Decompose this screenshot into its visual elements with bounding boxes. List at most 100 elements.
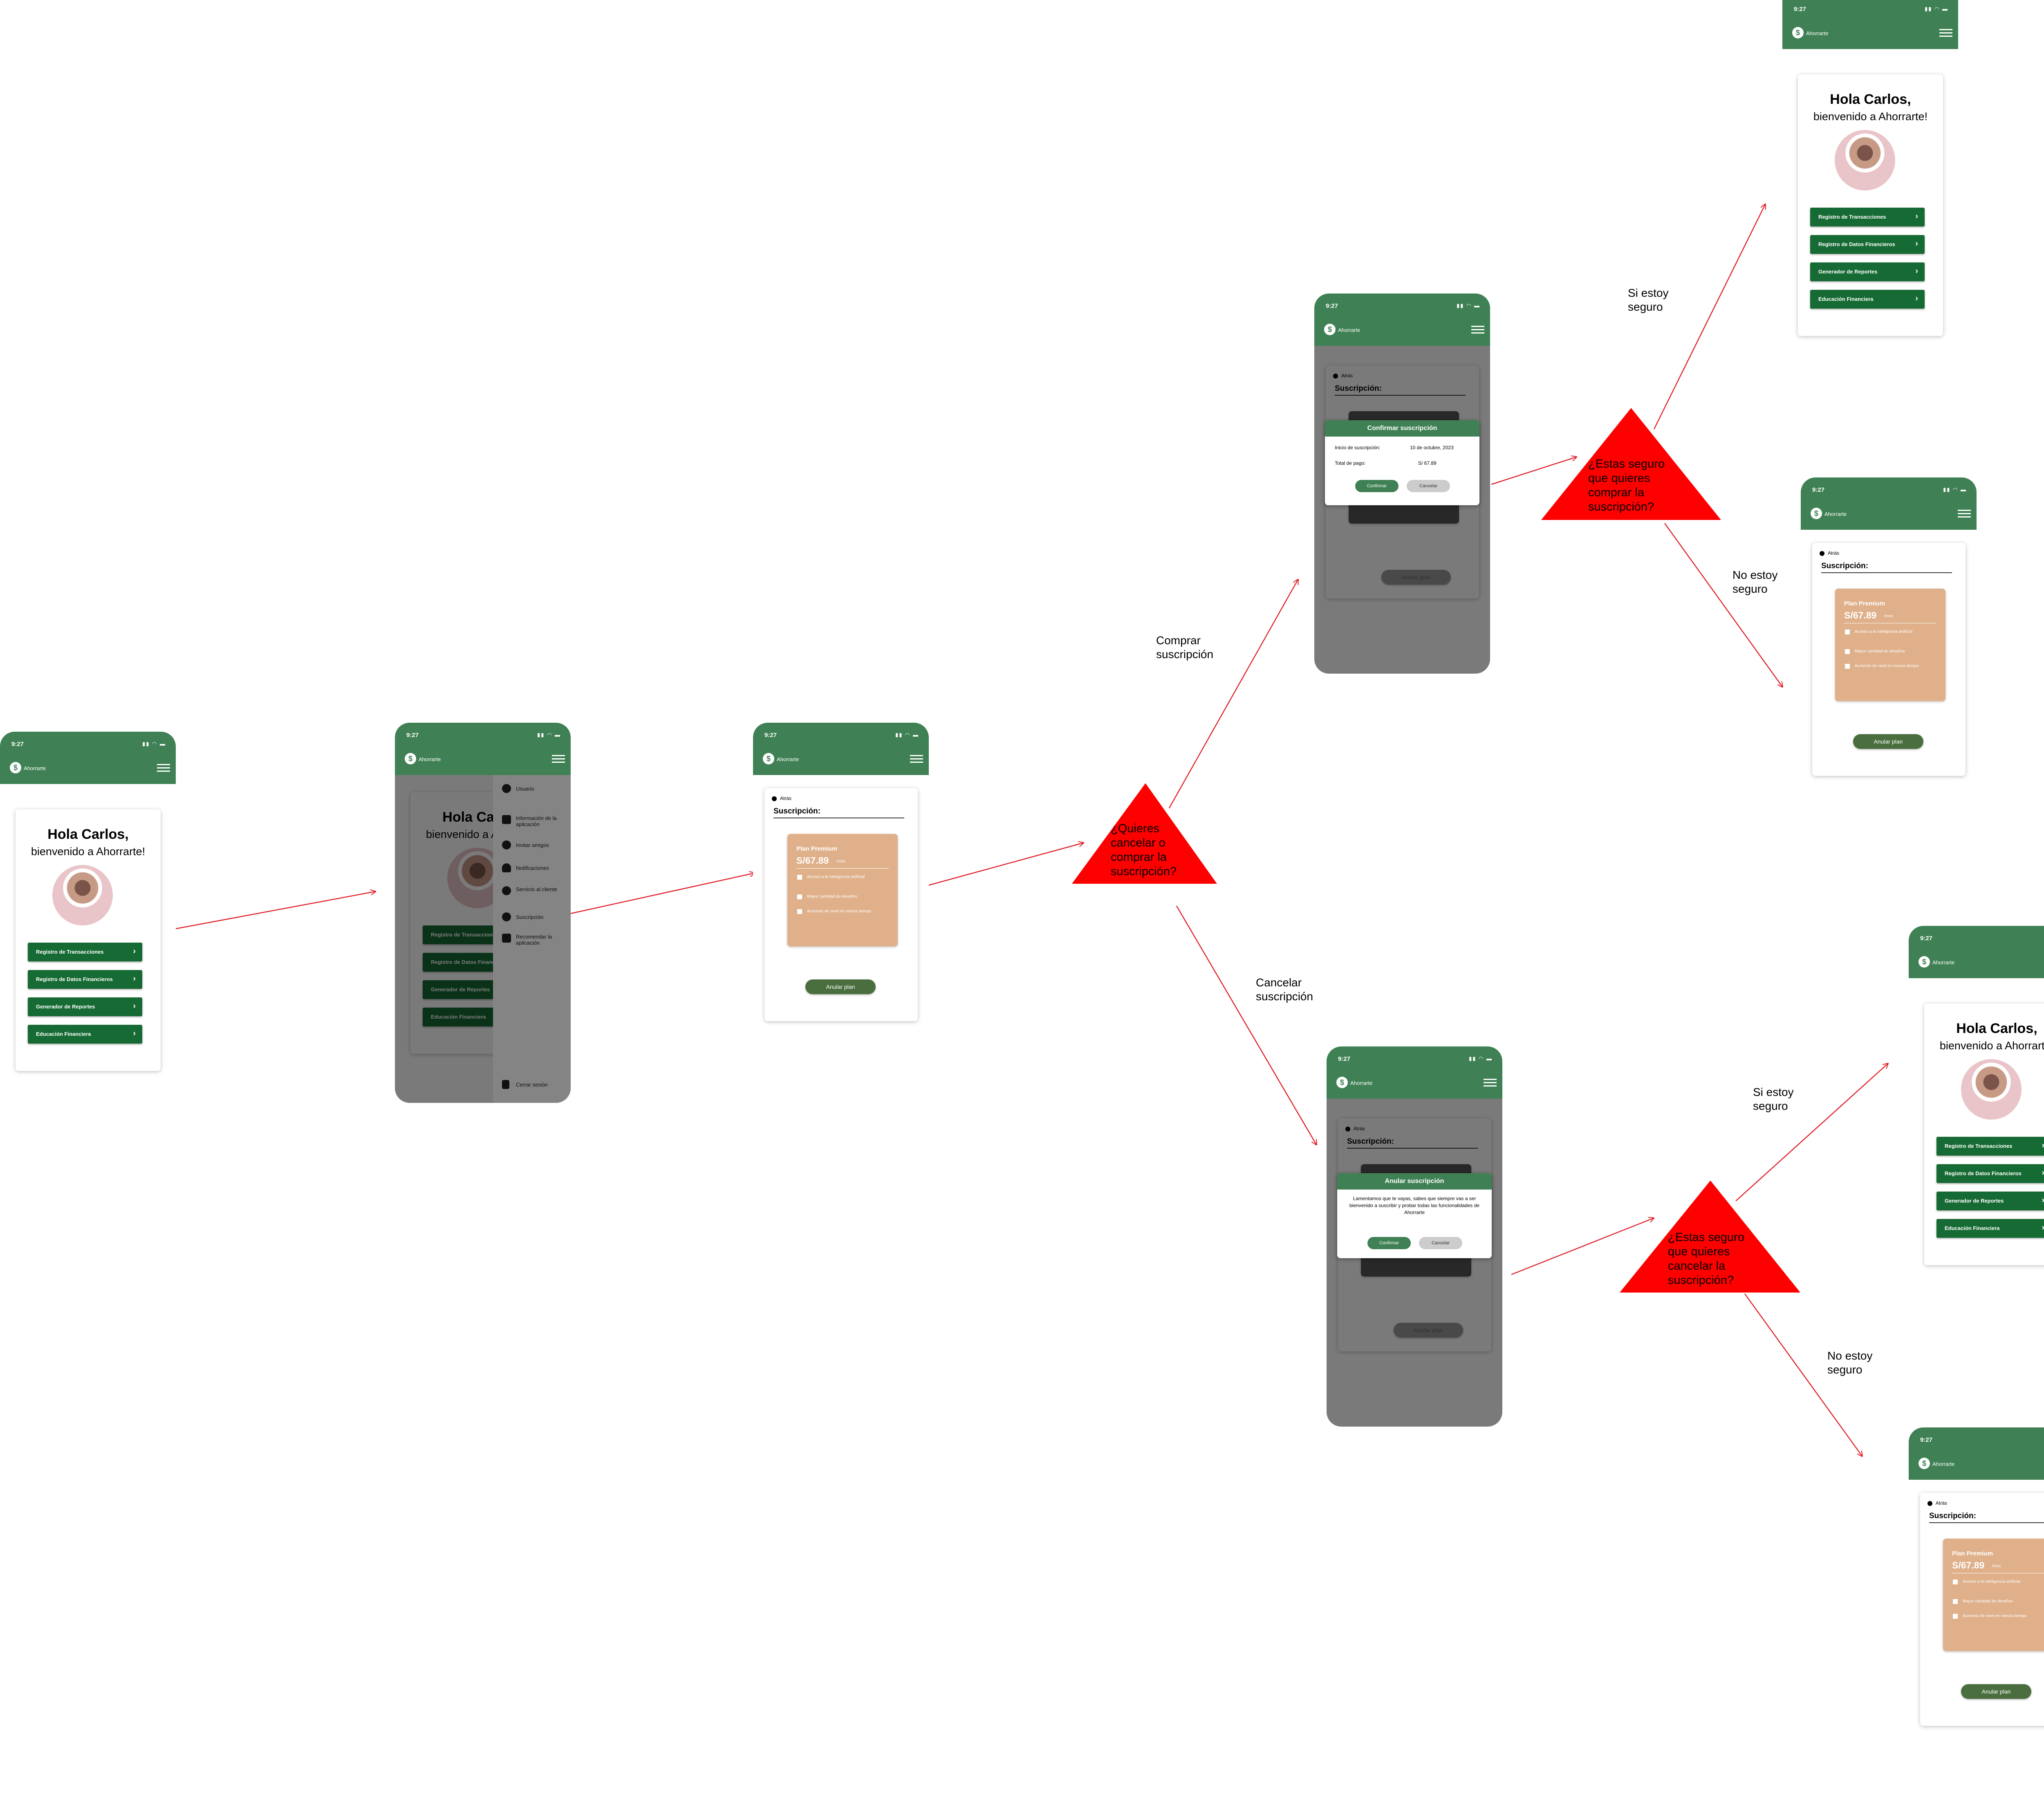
- dim-overlay[interactable]: [1327, 1099, 1502, 1427]
- hamburger-menu-icon[interactable]: [552, 753, 565, 764]
- app-name: Ahorrarte: [419, 756, 441, 762]
- chevron-right-icon: ›: [1915, 294, 1918, 303]
- check-icon: [1845, 630, 1850, 634]
- back-button[interactable]: Atrás: [1927, 1500, 1947, 1506]
- subscription-title: Suscripción:: [1821, 562, 1952, 573]
- financial-data-button[interactable]: Registro de Datos Financieros›: [1810, 235, 1925, 254]
- plan-feature: Mayor cantidad de desafíos: [797, 894, 879, 899]
- plan-period: /mes: [1992, 1564, 2001, 1568]
- user-icon: [502, 784, 511, 793]
- subscription-card: Atrás Suscripción: Plan Premium S/67.89 …: [764, 788, 918, 1021]
- transactions-button[interactable]: Registro de Transacciones›: [1936, 1137, 2044, 1156]
- status-time: 9:27: [764, 732, 777, 739]
- dim-overlay[interactable]: [1314, 346, 1490, 674]
- hamburger-menu-icon[interactable]: [1484, 1077, 1497, 1087]
- app-header: [1327, 1046, 1502, 1099]
- app-header: [1909, 926, 2044, 978]
- arrow-subscription-to-decision: [928, 843, 1083, 886]
- plan-feature: Mayor cantidad de desafíos: [1845, 649, 1927, 654]
- confirm-button[interactable]: Confirmar: [1367, 1237, 1411, 1249]
- plan-feature: Acceso a la inteligencia artificial: [1953, 1579, 2035, 1584]
- app-logo-icon: $: [1918, 1458, 1930, 1469]
- cancel-plan-button[interactable]: Anular plan: [805, 979, 876, 994]
- screen-subscription-no-cancel: 9:27 ▮▮ ◠ ▬ $ Ahorrarte Atrás Suscripció…: [1909, 1427, 2044, 1808]
- status-time: 9:27: [1920, 1436, 1933, 1443]
- confirm-button[interactable]: Confirmar: [1355, 480, 1399, 492]
- financial-data-button[interactable]: Registro de Datos Financieros›: [1936, 1164, 2044, 1183]
- screen-home-after-cancel: 9:27 ▮▮ ◠ ▬ $ Ahorrarte Hola Carlos, bie…: [1909, 926, 2044, 1306]
- screen-subscription-no-buy: 9:27 ▮▮ ◠ ▬ $ Ahorrarte Atrás Suscripció…: [1801, 477, 1977, 858]
- label-no-buy: No estoy seguro: [1732, 569, 1778, 595]
- dollar-icon: [502, 912, 511, 921]
- hamburger-menu-icon[interactable]: [1958, 508, 1971, 518]
- divider: [796, 868, 889, 869]
- signal-wifi-battery-icon: ▮▮ ◠ ▬: [1943, 486, 1967, 493]
- back-button[interactable]: Atrás: [1820, 550, 1839, 556]
- plan-price: S/67.89: [1952, 1560, 1985, 1571]
- decision-cancel-triangle: [1620, 1181, 1800, 1293]
- welcome-text: bienvenido a Ahorrarte!: [1939, 1040, 2044, 1052]
- plan-price: S/67.89: [1844, 610, 1877, 621]
- chevron-right-icon: ›: [1915, 267, 1918, 276]
- reports-button[interactable]: Generador de Reportes›: [1936, 1192, 2044, 1210]
- label-buy: Comprar suscripción: [1156, 634, 1214, 661]
- app-logo-icon: $: [763, 753, 774, 764]
- screen-home-after-buy: 9:27 ▮▮ ◠ ▬ $ Ahorrarte Hola Carlos, bie…: [1782, 0, 1958, 377]
- screen-confirm-purchase: 9:27 ▮▮ ◠ ▬ $ Ahorrarte Atrás Suscripció…: [1314, 293, 1490, 674]
- plan-period: /mes: [836, 859, 845, 864]
- welcome-text: bienvenido a Ahorrarte!: [31, 845, 146, 858]
- home-card: Hola Carlos, bienvenido a Ahorrarte! Reg…: [1798, 74, 1943, 336]
- check-icon: [1953, 1614, 1958, 1619]
- arrow-home-to-menu: [175, 892, 375, 930]
- hamburger-menu-icon[interactable]: [910, 753, 923, 764]
- label-cancel: Cancelar suscripción: [1256, 976, 1313, 1003]
- hamburger-menu-icon[interactable]: [157, 762, 170, 773]
- start-label: Inicio de suscripción:: [1335, 445, 1381, 450]
- person-add-icon: [502, 840, 511, 849]
- plan-card: Plan Premium S/67.89 /mes Acceso a la in…: [787, 834, 898, 946]
- app-logo-icon: $: [1792, 27, 1804, 38]
- signal-wifi-battery-icon: ▮▮ ◠ ▬: [537, 732, 561, 738]
- signal-wifi-battery-icon: ▮▮ ◠ ▬: [1925, 6, 1948, 12]
- plan-card: Plan Premium S/67.89 /mes Acceso a la in…: [1835, 589, 1945, 701]
- status-time: 9:27: [1338, 1055, 1351, 1062]
- signal-wifi-battery-icon: ▮▮ ◠ ▬: [895, 732, 919, 738]
- app-logo-icon: $: [1324, 324, 1336, 335]
- back-button[interactable]: Atrás: [772, 795, 791, 801]
- subscription-title: Suscripción:: [773, 807, 904, 818]
- chevron-right-icon: ›: [133, 1029, 136, 1038]
- cancel-button[interactable]: Cancelar: [1407, 480, 1450, 492]
- signal-wifi-battery-icon: ▮▮ ◠ ▬: [1469, 1055, 1493, 1062]
- arrow-decision-to-cancel: [1176, 905, 1316, 1145]
- cancel-plan-button[interactable]: Anular plan: [1961, 1684, 2031, 1699]
- reports-button[interactable]: Generador de Reportes›: [1810, 262, 1925, 281]
- check-icon: [797, 875, 802, 880]
- bell-icon: [502, 863, 511, 872]
- education-button[interactable]: Educación Financiera›: [1810, 290, 1925, 309]
- check-icon: [1845, 649, 1850, 654]
- hamburger-menu-icon[interactable]: [1471, 324, 1484, 334]
- screen-home-1: 9:27 ▮▮ ◠ ▬ $ Ahorrarte Hola Carlos, bie…: [0, 732, 176, 1112]
- app-logo-icon: $: [1336, 1077, 1348, 1088]
- plan-feature: Acceso a la inteligencia artificial: [797, 875, 879, 880]
- label-no-cancel: No estoy seguro: [1827, 1349, 1873, 1376]
- app-header: [395, 723, 571, 775]
- transactions-button[interactable]: Registro de Transacciones›: [1810, 208, 1925, 226]
- status-time: 9:27: [406, 732, 419, 739]
- cancel-button[interactable]: Cancelar: [1419, 1237, 1462, 1249]
- reports-button[interactable]: Generador de Reportes›: [28, 997, 142, 1016]
- financial-data-button[interactable]: Registro de Datos Financieros›: [28, 970, 142, 989]
- arrow-cancel-no: [1744, 1293, 1862, 1456]
- plan-feature: Acceso a la inteligencia artificial: [1845, 630, 1927, 634]
- cancel-plan-button[interactable]: Anular plan: [1853, 734, 1923, 749]
- app-name: Ahorrarte: [1350, 1080, 1373, 1086]
- avatar: [52, 865, 113, 925]
- transactions-button[interactable]: Registro de Transacciones›: [28, 943, 142, 961]
- education-button[interactable]: Educación Financiera›: [1936, 1219, 2044, 1238]
- education-button[interactable]: Educación Financiera›: [28, 1025, 142, 1044]
- hamburger-menu-icon[interactable]: [1939, 27, 1952, 38]
- home-card: Hola Carlos, bienvenido a Ahorrarte! Reg…: [16, 809, 161, 1071]
- arrow-cancel-to-confirm: [1511, 1218, 1654, 1275]
- chevron-right-icon: ›: [2042, 1168, 2044, 1178]
- back-icon: [1927, 1501, 1932, 1506]
